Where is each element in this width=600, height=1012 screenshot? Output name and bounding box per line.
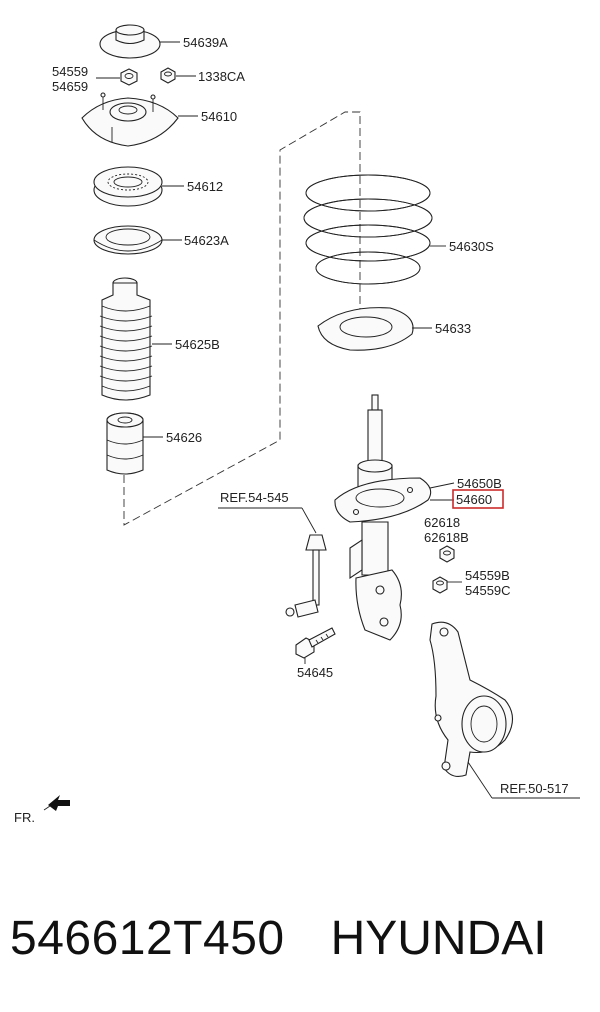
label-54612: 54612 <box>187 179 223 194</box>
label-62618: 62618 <box>424 515 460 530</box>
stabilizer-link <box>285 534 327 618</box>
label-54559: 54559 <box>52 64 88 79</box>
label-1338ca: 1338CA <box>198 69 245 84</box>
dust-boot-54625b <box>99 277 153 401</box>
nut-1338ca <box>160 67 176 84</box>
spring-pad-54633 <box>317 307 414 351</box>
label-54625b: 54625B <box>175 337 220 352</box>
label-54623a: 54623A <box>184 233 229 248</box>
steering-knuckle <box>429 621 514 777</box>
strut-assembly-54660 <box>334 394 432 641</box>
part-number: 546612T450 <box>10 911 285 965</box>
assembly-boundary-dashed <box>123 111 361 526</box>
nut-54559 <box>120 68 138 86</box>
brand-name: HYUNDAI <box>330 911 547 965</box>
highlight-box-54660 <box>452 489 504 509</box>
mount-cap-54639a <box>99 24 161 59</box>
part-footer: 546612T450 HYUNDAI <box>10 898 590 978</box>
label-54633: 54633 <box>435 321 471 336</box>
strut-mount-54610 <box>81 92 179 147</box>
label-54650b: 54650B <box>457 476 502 491</box>
ref-50-517: REF.50-517 <box>500 781 569 796</box>
front-direction-arrow-icon <box>48 795 70 811</box>
coil-spring-54630s <box>303 174 433 285</box>
label-54639a: 54639A <box>183 35 228 50</box>
label-54645: 54645 <box>297 665 333 680</box>
nut-62618 <box>439 545 455 563</box>
ref-54-545: REF.54-545 <box>220 490 289 505</box>
label-54659: 54659 <box>52 79 88 94</box>
label-54610: 54610 <box>201 109 237 124</box>
bolt-54645 <box>295 627 336 659</box>
label-54559c: 54559C <box>465 583 511 598</box>
exploded-suspension-diagram: 54639A 54559 54659 1338CA 54610 54612 <box>14 24 580 825</box>
front-label: FR. <box>14 810 35 825</box>
label-54626: 54626 <box>166 430 202 445</box>
spring-seat-54623a <box>93 225 163 255</box>
bump-stop-54626 <box>106 412 144 475</box>
nut-54559b <box>432 576 448 594</box>
label-54630s: 54630S <box>449 239 494 254</box>
label-62618b: 62618B <box>424 530 469 545</box>
bearing-54612 <box>93 166 163 207</box>
label-54660: 54660 <box>456 492 492 507</box>
label-54559b: 54559B <box>465 568 510 583</box>
